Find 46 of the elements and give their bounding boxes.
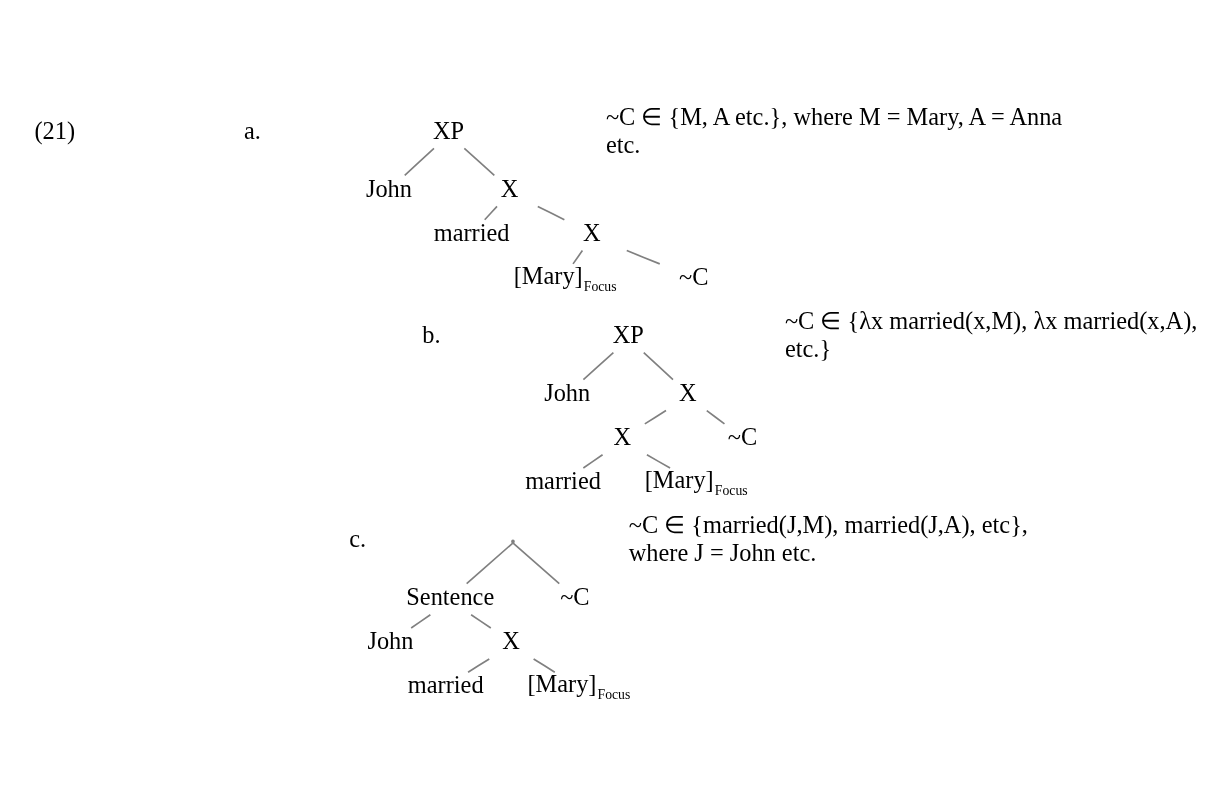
connector (646, 453, 671, 469)
node-text: XP (432, 116, 465, 144)
label: ~C ∈ {married(J,M), married(J,A), etc}, where J = John etc. (628, 511, 1028, 566)
node-text: X (502, 627, 520, 655)
connector (532, 658, 556, 674)
connector (463, 147, 496, 177)
node-text: John (365, 174, 412, 202)
connector (512, 542, 561, 585)
connector (467, 658, 491, 674)
node-text: married (525, 467, 601, 495)
label: c. (349, 525, 367, 553)
node-text: [Mary]$_{Focus}$ (644, 465, 748, 499)
connector (470, 613, 492, 629)
connector (625, 249, 661, 265)
label: ~C ∈ {M, A etc.}, where M = Mary, A = Anna etc. (605, 103, 1063, 158)
node-text: X (613, 423, 632, 451)
connector (572, 249, 584, 265)
node-text: [Mary]$_{Focus}$ (513, 261, 617, 295)
label: a. (244, 116, 261, 144)
label: b. (422, 321, 441, 349)
node-text: married (407, 671, 484, 699)
label: (21) (34, 116, 76, 144)
label: ~C ∈ {λx married(x,M), λx married(x,A), etc.} (784, 307, 1198, 362)
node-text: ~C (727, 423, 758, 451)
node-text: John (367, 627, 414, 655)
node-text: X (500, 174, 519, 202)
connector (705, 409, 726, 425)
connector (536, 205, 566, 221)
node-text: John (544, 378, 591, 406)
connector (403, 147, 435, 177)
connector (582, 453, 604, 469)
node-text: ~C (679, 263, 709, 291)
node-text: ~C (560, 583, 590, 611)
connector (410, 613, 432, 629)
node-text: X (583, 218, 601, 246)
connector (582, 351, 615, 381)
connector (644, 409, 667, 425)
connector (483, 205, 498, 221)
node-text: XP (612, 321, 644, 349)
node-text: married (433, 218, 510, 246)
node-text: [Mary]$_{Focus}$ (527, 669, 631, 703)
node-point (511, 539, 515, 544)
node-text: Sentence (406, 583, 495, 611)
connector (642, 351, 674, 381)
node-text: X (679, 378, 697, 406)
connector (465, 542, 514, 585)
